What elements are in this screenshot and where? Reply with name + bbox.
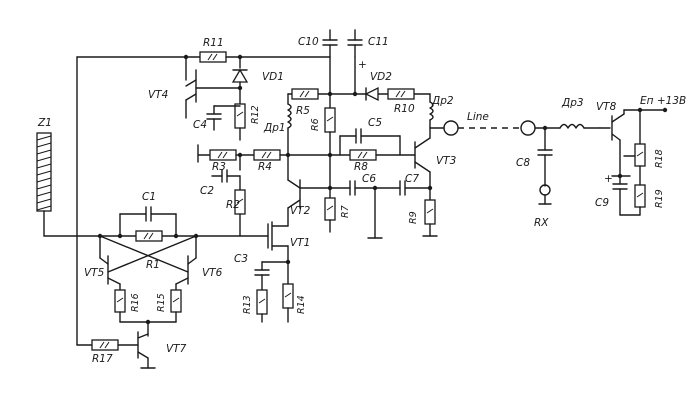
label-r7: R7 [340, 205, 351, 218]
label-c1: C1 [142, 191, 156, 203]
label-r1: R1 [146, 259, 160, 271]
label-r5: R5 [296, 105, 310, 117]
label-r15: R15 [156, 293, 167, 312]
label-plus-c11: + [358, 59, 367, 71]
transistor-vt1: VT1 [267, 221, 310, 263]
label-c8: C8 [516, 157, 530, 169]
resistor-r2: R2 [226, 175, 246, 237]
top-rail: R11 [76, 37, 331, 346]
diode-vd1: VD1 [231, 56, 284, 89]
capacitor-c5: C5 [339, 117, 401, 156]
transistor-vt2: VT2 [287, 154, 331, 223]
transistor-vt8: VT8 [596, 101, 625, 177]
label-r2: R2 [226, 199, 240, 211]
divider-r18-r19-c9: R18 R19 C9 + [595, 143, 665, 216]
label-vt4: VT4 [148, 89, 168, 101]
label-r3: R3 [212, 161, 226, 173]
label-c6: C6 [362, 173, 376, 185]
label-r17: R17 [92, 353, 113, 365]
label-vt5: VT5 [84, 267, 105, 279]
label-r13: R13 [242, 295, 253, 314]
capacitors-c10-c11: C10 C11 + [298, 29, 389, 71]
label-c2: C2 [200, 185, 214, 197]
resistor-r10: R10 [387, 88, 415, 115]
transistor-vt5: VT5 R16 [84, 235, 141, 323]
label-r19: R19 [654, 189, 665, 208]
label-z1: Z1 [37, 117, 52, 129]
label-r11: R11 [203, 37, 224, 49]
inductor-dr3: Др3 [559, 97, 601, 129]
label-c5: C5 [368, 117, 382, 129]
label-c4: C4 [193, 119, 207, 131]
label-vd1: VD1 [262, 71, 284, 83]
label-r6: R6 [310, 118, 321, 131]
receiver-c8-rx: C8 RX [516, 125, 561, 229]
label-r14: R14 [296, 295, 307, 314]
diode-vd2: VD2 [364, 71, 392, 102]
label-r8: R8 [354, 161, 368, 173]
label-rx: RX [534, 217, 549, 229]
label-c11: C11 [368, 36, 389, 48]
inductor-dr1: Др1 [263, 93, 292, 156]
label-r4: R4 [258, 161, 272, 173]
label-dr1: Др1 [263, 122, 286, 134]
label-plus-c9: + [604, 173, 613, 185]
label-vt1: VT1 [290, 237, 310, 249]
transistor-vt6: VT6 R15 [156, 235, 223, 323]
label-c9: C9 [595, 197, 609, 209]
label-vt3: VT3 [436, 155, 456, 167]
inductor-dr2: Др2 [429, 93, 454, 129]
mid-bus: R3 R4 R8 [197, 144, 416, 173]
label-c10: C10 [298, 36, 319, 48]
source-network: C3 R13 R14 [234, 253, 307, 323]
output-line: Line [429, 111, 536, 136]
label-vd2: VD2 [370, 71, 392, 83]
label-vt7: VT7 [166, 343, 187, 355]
label-dr3: Др3 [561, 97, 584, 109]
transistor-vt3: VT3 [414, 127, 456, 201]
output-network: R7 C6 C7 R9 [324, 154, 438, 239]
label-vt2: VT2 [290, 205, 311, 217]
label-vt6: VT6 [202, 267, 223, 279]
label-c7: C7 [405, 173, 419, 185]
label-epit: Eп +13В [640, 95, 686, 107]
label-line: Line [467, 111, 489, 123]
label-r16: R16 [130, 293, 141, 312]
resistor-r6: R6 [310, 93, 336, 156]
label-vt8: VT8 [596, 101, 617, 113]
transistor-vt4: VT4 [148, 56, 241, 119]
resistor-r12-capacitor-c4: C4 R12 [193, 85, 261, 141]
label-c3: C3 [234, 253, 248, 265]
sensor-coil-z1: Z1 [36, 117, 269, 237]
label-r18: R18 [654, 149, 665, 168]
r17-vt7: R17 VT7 [76, 319, 187, 369]
supply-ep: Eп +13В [623, 95, 686, 145]
label-r12: R12 [250, 105, 261, 124]
label-r10: R10 [394, 103, 415, 115]
resistor-r5: R5 [291, 88, 319, 117]
label-dr2: Др2 [431, 95, 454, 107]
c1-r1-bridge: C1 R1 [97, 191, 199, 273]
label-r9: R9 [408, 211, 419, 224]
capacitor-c2: C2 [200, 154, 241, 197]
